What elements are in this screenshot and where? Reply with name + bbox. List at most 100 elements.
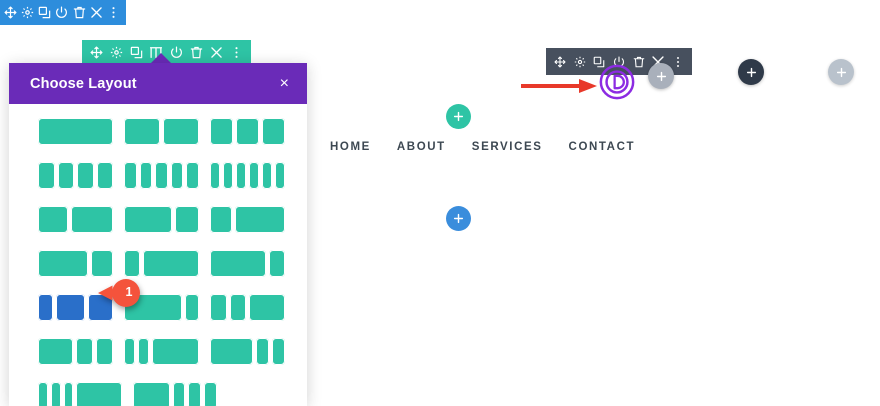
divi-logo[interactable] [598, 63, 636, 101]
layout-column [262, 162, 272, 189]
site-nav-menu: HOME ABOUT SERVICES CONTACT [330, 141, 635, 153]
layout-column [138, 338, 150, 365]
layout-sixth-sixth-half[interactable] [124, 338, 200, 365]
layout-half-quarter-quarter[interactable] [38, 338, 113, 365]
more-vertical-icon[interactable] [105, 0, 122, 26]
layout-column [63, 382, 74, 406]
layout-column [275, 162, 285, 189]
layout-5-column[interactable] [124, 162, 199, 189]
layout-column [188, 382, 202, 406]
layout-third-two-thirds[interactable] [210, 206, 285, 233]
layout-grid [9, 104, 307, 406]
layout-sixth-sixth-third[interactable] [210, 294, 285, 321]
add-row-teal[interactable] [446, 104, 471, 129]
layout-column [38, 338, 73, 365]
trash-icon[interactable] [71, 0, 88, 26]
close-icon[interactable] [88, 0, 105, 26]
layout-row [38, 250, 285, 277]
layout-column [269, 250, 285, 277]
layout-row [38, 118, 285, 145]
layout-column [186, 162, 199, 189]
layout-half-half[interactable] [38, 206, 113, 233]
layout-column [133, 382, 170, 406]
add-module-gray-1[interactable] [648, 63, 674, 89]
layout-column [75, 338, 93, 365]
layout-column [249, 294, 285, 321]
layout-two-thirds-sixth[interactable] [124, 294, 199, 321]
layout-column [223, 162, 233, 189]
duplicate-icon[interactable] [589, 49, 609, 75]
layout-column [38, 162, 55, 189]
power-icon[interactable] [167, 40, 187, 66]
duplicate-icon[interactable] [36, 0, 53, 26]
page-title: Choose Layout [30, 75, 137, 92]
layout-column [57, 162, 74, 189]
layout-quarter-three-quarter[interactable] [124, 250, 199, 277]
gear-icon[interactable] [570, 49, 590, 75]
layout-row [38, 206, 285, 233]
layout-6-column[interactable] [210, 162, 285, 189]
choose-layout-modal: Choose Layout × [9, 63, 307, 406]
nav-item-home[interactable]: HOME [330, 141, 371, 153]
add-module-blue[interactable] [446, 206, 471, 231]
layout-column [170, 162, 184, 189]
add-module-gray-2[interactable] [828, 59, 854, 85]
layout-column [38, 382, 48, 406]
layout-two-thirds-sixth-sixth[interactable] [210, 338, 285, 365]
close-icon[interactable] [207, 40, 227, 66]
trash-icon[interactable] [187, 40, 207, 66]
layout-2-column[interactable] [124, 118, 199, 145]
layout-column [38, 206, 69, 233]
move-icon[interactable] [550, 49, 570, 75]
layout-column [172, 382, 186, 406]
gear-icon[interactable] [19, 0, 36, 26]
duplicate-icon[interactable] [126, 40, 146, 66]
layout-1-column[interactable] [38, 118, 113, 145]
layout-column [210, 338, 254, 365]
layout-column [163, 118, 199, 145]
layout-column [139, 162, 153, 189]
layout-column [204, 382, 217, 406]
layout-4-column[interactable] [38, 162, 113, 189]
power-icon[interactable] [53, 0, 70, 26]
layout-column [124, 338, 136, 365]
layout-half-sixth-sixth-sixth[interactable] [133, 382, 217, 406]
layout-column [262, 118, 285, 145]
more-vertical-icon[interactable] [668, 49, 688, 75]
columns-layout-icon[interactable] [146, 40, 166, 66]
layout-two-thirds-third[interactable] [124, 206, 199, 233]
layout-column [236, 118, 259, 145]
layout-column [124, 250, 140, 277]
nav-item-services[interactable]: SERVICES [471, 141, 543, 153]
layout-column [234, 206, 285, 233]
layout-column [174, 206, 199, 233]
layout-column [124, 162, 137, 189]
layout-sixth-sixth-sixth-half[interactable] [38, 382, 122, 406]
add-section-dark[interactable] [738, 59, 764, 85]
layout-column [95, 338, 113, 365]
layout-column [210, 162, 220, 189]
nav-item-about[interactable]: ABOUT [396, 141, 446, 153]
layout-column [77, 162, 94, 189]
trash-icon[interactable] [629, 49, 649, 75]
section-toolbar[interactable] [0, 0, 126, 25]
layout-wide-narrow[interactable] [210, 250, 285, 277]
layout-column [96, 162, 113, 189]
step-marker-number: 1 [125, 285, 133, 299]
nav-item-contact[interactable]: CONTACT [568, 141, 636, 153]
layout-row [38, 338, 285, 365]
move-icon[interactable] [86, 40, 106, 66]
layout-3-column[interactable] [210, 118, 285, 145]
layout-row [38, 382, 285, 406]
move-icon[interactable] [2, 0, 19, 26]
layout-column [210, 206, 232, 233]
layout-column [50, 382, 61, 406]
gear-icon[interactable] [106, 40, 126, 66]
close-icon[interactable]: × [279, 74, 289, 92]
layout-three-quarter-quarter[interactable] [38, 250, 113, 277]
more-vertical-icon[interactable] [227, 40, 247, 66]
layout-column [236, 162, 246, 189]
layout-column [56, 294, 86, 321]
layout-column [142, 250, 199, 277]
